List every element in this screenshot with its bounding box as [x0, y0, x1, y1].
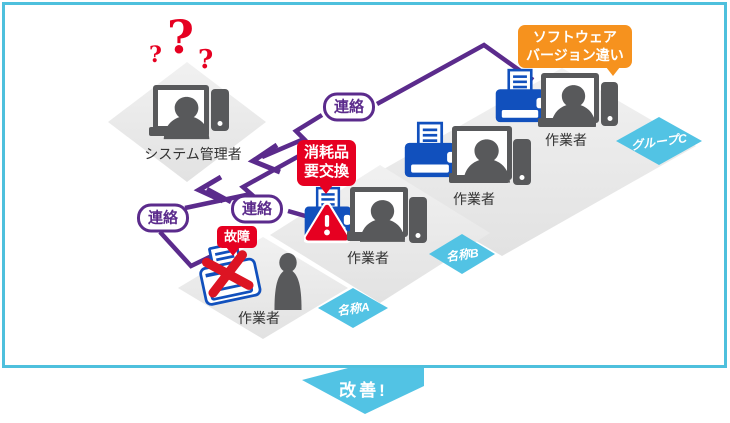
bubble-tail — [606, 67, 620, 76]
pc-tower-icon — [601, 82, 618, 126]
failure-bubble: 故障 — [217, 226, 258, 257]
group-tag-a: 名称A — [318, 288, 388, 328]
tower-power-light — [607, 116, 612, 121]
question-mark-small-left: ? — [149, 42, 162, 68]
bubble-tail — [226, 247, 240, 257]
worker-person-silhouette-icon — [360, 200, 405, 242]
warning-triangle-icon — [304, 202, 350, 244]
contact-badge-middle: 連絡 — [230, 194, 284, 224]
software-version-bubble: ソフトウェア バージョン違い — [518, 25, 632, 76]
worker-person-silhouette-icon — [463, 139, 510, 183]
worker-label: 作業者 — [453, 191, 495, 207]
pc-tower-icon — [409, 197, 427, 243]
worker-label: 作業者 — [238, 310, 280, 326]
contact-badge-left: 連絡 — [136, 203, 190, 233]
pc-tower-icon — [211, 89, 229, 131]
tower-power-light — [415, 233, 421, 238]
group-tag-c: グループC — [616, 117, 702, 165]
question-mark-small-right: ? — [198, 45, 214, 75]
consumables-line1: 消耗品 — [304, 144, 350, 161]
consumables-bubble: 消耗品 要交換 — [297, 140, 357, 194]
worker-label: 作業者 — [347, 250, 389, 266]
tower-power-light — [217, 121, 223, 126]
software-version-line1: ソフトウェア — [532, 29, 617, 45]
admin-person-silhouette-icon — [163, 96, 210, 140]
group-tag-b-label: 名称B — [444, 245, 480, 264]
worker-person-silhouette-icon — [551, 85, 596, 127]
bubble-tail — [319, 184, 333, 194]
admin-label: システム管理者 — [144, 146, 242, 162]
pc-tower-icon — [513, 139, 531, 185]
failure-label: 故障 — [224, 229, 251, 244]
tower-power-light — [519, 175, 525, 180]
consumables-line2: 要交換 — [304, 162, 350, 180]
question-mark-big: ? — [167, 10, 194, 64]
worker-person-silhouette-icon — [274, 252, 302, 310]
group-tag-b: 名称B — [429, 234, 495, 274]
worker-label: 作業者 — [545, 132, 587, 148]
improvement-banner-label: 改善! — [339, 381, 388, 400]
contact-badge-top: 連絡 — [322, 92, 376, 122]
group-tag-c-label: グループC — [630, 130, 688, 153]
software-version-line2: バージョン違い — [526, 46, 624, 63]
group-tag-a-label: 名称A — [335, 299, 371, 318]
